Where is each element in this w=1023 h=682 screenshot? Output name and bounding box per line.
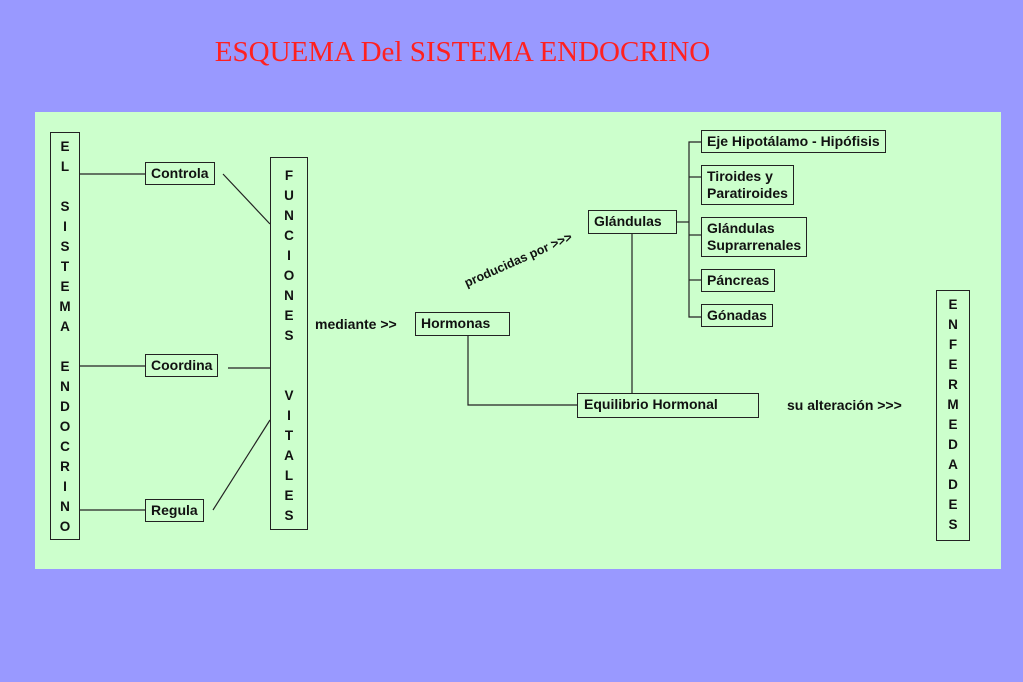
gland-tiroides-line2: Paratiroides: [707, 185, 788, 201]
column-letter: E: [948, 297, 958, 312]
gland-suprarrenales-line1: Glándulas: [707, 220, 775, 236]
gland-gonadas-box: Gónadas: [701, 304, 773, 327]
column-letter: L: [284, 468, 294, 483]
column-letter: V: [284, 388, 294, 403]
regula-box: Regula: [145, 499, 204, 522]
column-letter: U: [284, 188, 294, 203]
column-letter: M: [59, 299, 71, 314]
column-letter: L: [60, 159, 70, 174]
column-letter: C: [284, 228, 294, 243]
column-letter: C: [60, 439, 70, 454]
gland-tiroides-line1: Tiroides y: [707, 168, 773, 184]
column-letter: E: [948, 497, 958, 512]
gland-suprarrenales-line2: Suprarrenales: [707, 237, 802, 253]
gland-suprarrenales-box: Glándulas Suprarrenales: [701, 217, 808, 257]
column-letter: I: [63, 219, 67, 234]
gland-gonadas-label: Gónadas: [707, 307, 767, 323]
column-letter: S: [284, 328, 294, 343]
column-letter: [271, 366, 307, 386]
column-letter: E: [60, 359, 70, 374]
column-letter: E: [60, 139, 70, 154]
column-letter: [51, 177, 79, 197]
column-letter: N: [284, 288, 294, 303]
column-letter: [51, 337, 79, 357]
column-letter: I: [287, 248, 291, 263]
column-letter: E: [948, 357, 958, 372]
column-letter: S: [60, 199, 70, 214]
column-letter: A: [948, 457, 958, 472]
column-letter: O: [283, 268, 295, 283]
column-letter: D: [60, 399, 70, 414]
column-letter: I: [287, 408, 291, 423]
column-letter: E: [60, 279, 70, 294]
column-letter: S: [284, 508, 294, 523]
column-letter: T: [60, 259, 70, 274]
column-letter: D: [948, 477, 958, 492]
column-letter: S: [948, 517, 958, 532]
column-letter: A: [60, 319, 70, 334]
regula-label: Regula: [151, 502, 198, 518]
column-letter: [271, 346, 307, 366]
column-letter: R: [60, 459, 70, 474]
column-letter: N: [284, 208, 294, 223]
gland-tiroides-box: Tiroides y Paratiroides: [701, 165, 794, 205]
column-letter: E: [284, 488, 294, 503]
glandulas-box: Glándulas: [588, 210, 677, 234]
connector-lines: [80, 141, 701, 511]
gland-pancreas-label: Páncreas: [707, 272, 770, 288]
column-letter: D: [948, 437, 958, 452]
column-letter: A: [284, 448, 294, 463]
gland-pancreas-box: Páncreas: [701, 269, 776, 292]
page-title: ESQUEMA Del SISTEMA ENDOCRINO: [214, 36, 711, 68]
column-letter: O: [59, 419, 71, 434]
alteracion-label: su alteración >>>: [787, 397, 902, 413]
column-letter: E: [948, 417, 958, 432]
column-letter: E: [284, 308, 294, 323]
column-letter: N: [60, 379, 70, 394]
column-letter: R: [948, 377, 958, 392]
column-letter: O: [59, 519, 71, 534]
column-letter: S: [60, 239, 70, 254]
column-letter: N: [948, 317, 958, 332]
hormonas-box: Hormonas: [415, 312, 510, 336]
glandulas-label: Glándulas: [594, 213, 662, 229]
gland-eje-hipotalamo-label: Eje Hipotálamo - Hipófisis: [707, 133, 880, 149]
equilibrio-hormonal-box: Equilibrio Hormonal: [577, 393, 759, 418]
hormonas-label: Hormonas: [421, 315, 491, 331]
coordina-box: Coordina: [145, 354, 219, 377]
column-letter: M: [947, 397, 959, 412]
gland-eje-hipotalamo-box: Eje Hipotálamo - Hipófisis: [701, 130, 886, 153]
column-letter: T: [284, 428, 294, 443]
column-letter: F: [948, 337, 958, 352]
column-letter: I: [63, 479, 67, 494]
controla-box: Controla: [145, 162, 215, 185]
coordina-label: Coordina: [151, 357, 213, 373]
equilibrio-hormonal-label: Equilibrio Hormonal: [584, 396, 718, 412]
column-letter: N: [60, 499, 70, 514]
mediante-label: mediante >>: [315, 316, 397, 332]
column-letter: F: [284, 168, 294, 183]
controla-label: Controla: [151, 165, 209, 181]
